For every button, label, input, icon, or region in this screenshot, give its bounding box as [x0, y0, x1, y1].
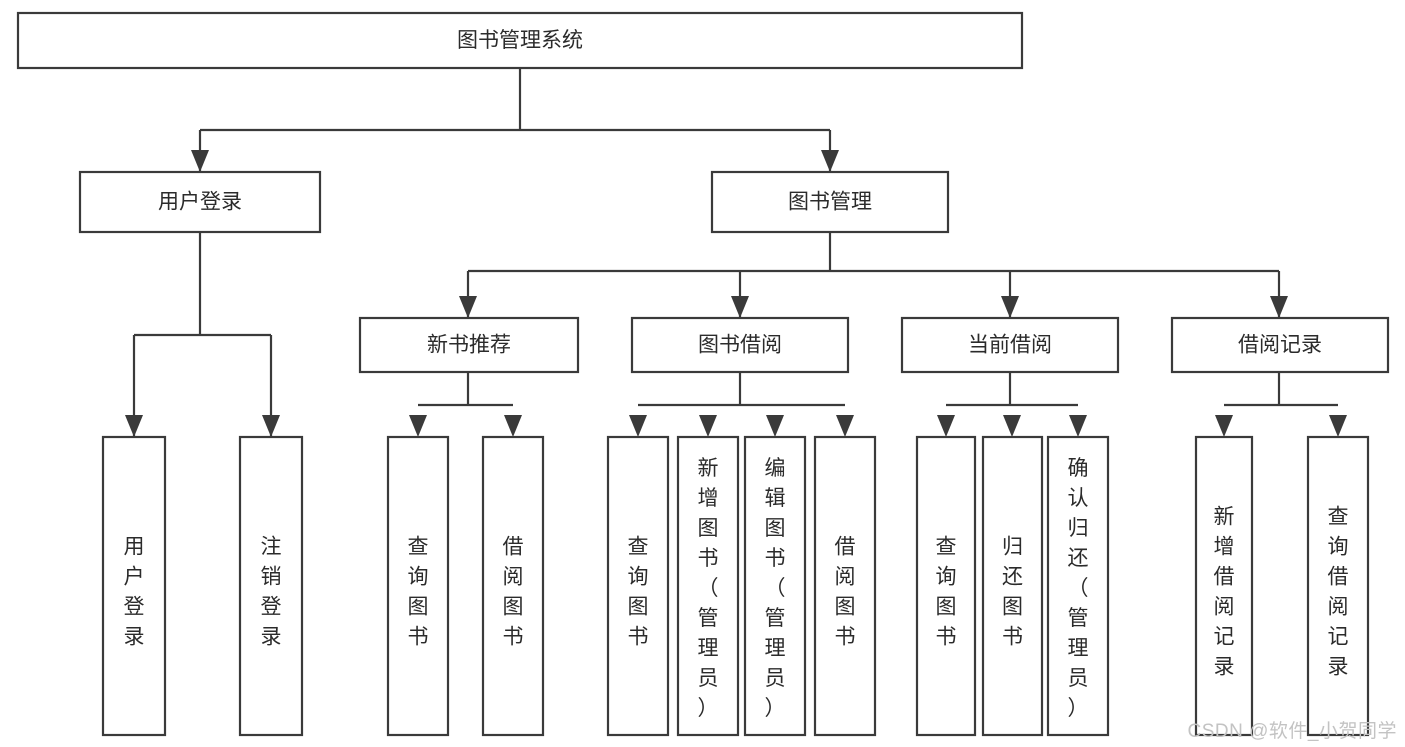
- node-box: [606, 435, 670, 737]
- arrow-to-return-book-icon: [1003, 415, 1021, 437]
- node-l-b2[interactable]: 借阅图书: [813, 435, 877, 737]
- node-l-confirm[interactable]: 确认归还（管理员）: [1046, 435, 1110, 737]
- node-n-current[interactable]: 当前借阅: [900, 316, 1120, 374]
- node-box: [101, 435, 167, 737]
- arrow-to-user-login-node-icon: [191, 150, 209, 172]
- arrow-to-edit-book-icon: [766, 415, 784, 437]
- node-box: [676, 435, 740, 737]
- node-label: 图书借阅: [698, 334, 782, 357]
- arrow-to-new-book-node-icon: [459, 296, 477, 318]
- node-layer: 图书管理系统用户登录图书管理新书推荐图书借阅当前借阅借阅记录用户登录注销登录查询…: [16, 11, 1390, 737]
- node-l-add[interactable]: 新增图书（管理员）: [676, 435, 740, 737]
- node-label: 查询图书: [628, 535, 649, 648]
- node-box: [1306, 435, 1370, 737]
- node-box: [78, 170, 322, 234]
- node-label: 确认归还（管理员）: [1068, 457, 1089, 720]
- arrow-to-record-node-icon: [1270, 296, 1288, 318]
- arrow-to-borrow-book-1-icon: [504, 415, 522, 437]
- node-box: [386, 435, 450, 737]
- node-label: 用户登录: [124, 535, 145, 648]
- arrow-to-add-book-icon: [699, 415, 717, 437]
- node-l-logout[interactable]: 注销登录: [238, 435, 304, 737]
- connector-layer: [132, 68, 1338, 437]
- node-l-b1[interactable]: 借阅图书: [481, 435, 545, 737]
- node-box: [813, 435, 877, 737]
- arrow-to-query-book-3-icon: [937, 415, 955, 437]
- arrow-to-current-node-icon: [1001, 296, 1019, 318]
- node-box: [1194, 435, 1254, 737]
- node-l-q3[interactable]: 查询图书: [915, 435, 977, 737]
- arrow-to-borrow-book-2-icon: [836, 415, 854, 437]
- node-box: [900, 316, 1120, 374]
- node-root[interactable]: 图书管理系统: [16, 11, 1024, 70]
- node-n-user[interactable]: 用户登录: [78, 170, 322, 234]
- node-label: 注销登录: [261, 535, 282, 648]
- arrow-to-logout-leaf-icon: [262, 415, 280, 437]
- node-l-qrec[interactable]: 查询借阅记录: [1306, 435, 1370, 737]
- arrow-to-query-book-2-icon: [629, 415, 647, 437]
- arrow-to-login-leaf-icon: [125, 415, 143, 437]
- node-box: [710, 170, 950, 234]
- node-box: [630, 316, 850, 374]
- node-l-edit[interactable]: 编辑图书（管理员）: [743, 435, 807, 737]
- node-box: [981, 435, 1044, 737]
- node-label: 归还图书: [1002, 535, 1023, 648]
- node-label: 新书推荐: [427, 334, 511, 357]
- arrow-to-confirm-return-icon: [1069, 415, 1087, 437]
- node-box: [915, 435, 977, 737]
- node-l-addrec[interactable]: 新增借阅记录: [1194, 435, 1254, 737]
- node-box: [743, 435, 807, 737]
- arrow-to-book-mgmt-node-icon: [821, 150, 839, 172]
- node-box: [1046, 435, 1110, 737]
- node-n-newbook[interactable]: 新书推荐: [358, 316, 580, 374]
- arrowhead-layer: [125, 150, 1347, 437]
- node-l-q2[interactable]: 查询图书: [606, 435, 670, 737]
- node-label: 借阅图书: [835, 535, 856, 648]
- node-label: 用户登录: [158, 191, 242, 214]
- node-box: [1170, 316, 1390, 374]
- arrow-to-query-book-1-icon: [409, 415, 427, 437]
- node-box: [16, 11, 1024, 70]
- node-label: 查询图书: [936, 535, 957, 648]
- node-label: 借阅图书: [503, 535, 524, 648]
- node-n-record[interactable]: 借阅记录: [1170, 316, 1390, 374]
- node-label: 编辑图书（管理员）: [765, 457, 786, 720]
- node-box: [358, 316, 580, 374]
- node-label: 新增图书（管理员）: [698, 457, 719, 720]
- node-label: 借阅记录: [1238, 334, 1322, 357]
- node-label: 图书管理: [788, 191, 872, 214]
- node-box: [238, 435, 304, 737]
- node-n-bookmgmt[interactable]: 图书管理: [710, 170, 950, 234]
- node-l-return[interactable]: 归还图书: [981, 435, 1044, 737]
- arrow-to-query-record-icon: [1329, 415, 1347, 437]
- node-label: 当前借阅: [968, 334, 1052, 357]
- node-label: 新增借阅记录: [1214, 505, 1235, 678]
- arrow-to-borrow-node-icon: [731, 296, 749, 318]
- node-label: 查询借阅记录: [1328, 505, 1349, 678]
- arrow-to-add-record-icon: [1215, 415, 1233, 437]
- node-box: [481, 435, 545, 737]
- node-l-q1[interactable]: 查询图书: [386, 435, 450, 737]
- node-l-login[interactable]: 用户登录: [101, 435, 167, 737]
- node-n-borrow[interactable]: 图书借阅: [630, 316, 850, 374]
- node-label: 查询图书: [408, 535, 429, 648]
- node-label: 图书管理系统: [457, 29, 583, 52]
